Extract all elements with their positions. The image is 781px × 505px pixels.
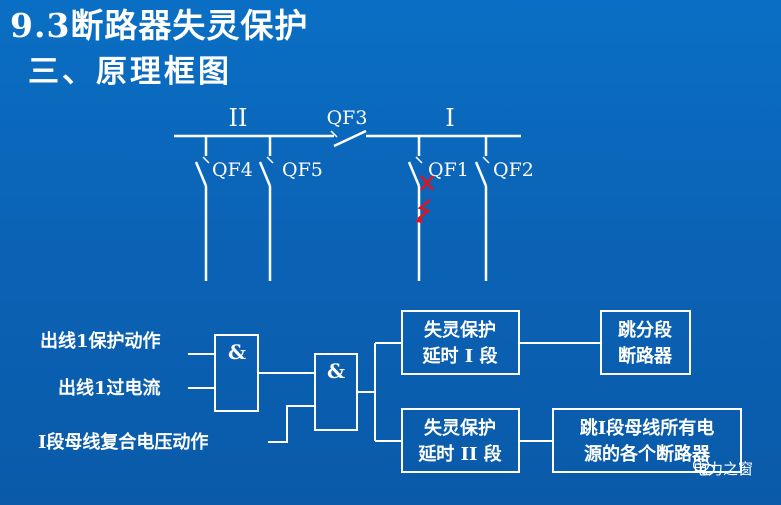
and-gate-1-label: & bbox=[228, 340, 246, 364]
action-trip-section-line2: 断路器 bbox=[618, 345, 673, 367]
qf3-tick bbox=[330, 130, 338, 138]
qf2-label: QF2 bbox=[493, 159, 534, 181]
action-trip-all-box bbox=[552, 408, 742, 473]
input-feeder-protection-trip: 出线1保护动作 bbox=[40, 330, 161, 352]
bus-ii-label: II bbox=[229, 104, 248, 132]
qf1-tick bbox=[415, 156, 423, 164]
delay-stage-2-line1: 失灵保护 bbox=[424, 417, 496, 439]
action-trip-section-box bbox=[600, 310, 691, 375]
delay-stage-2-line2: 延时 II 段 bbox=[417, 443, 502, 465]
input-bus-voltage: I段母线复合电压动作 bbox=[38, 431, 208, 453]
qf5-tick bbox=[266, 156, 274, 164]
section-subtitle: 三、原理框图 bbox=[28, 54, 232, 90]
delay-stage-1-line1: 失灵保护 bbox=[424, 319, 496, 341]
and-gate-2-label: & bbox=[327, 359, 345, 383]
bus-i-label: I bbox=[445, 104, 454, 132]
action-trip-all-line1: 跳I段母线所有电 bbox=[580, 417, 714, 439]
wire-input-3 bbox=[268, 405, 315, 443]
qf3-label: QF3 bbox=[327, 107, 368, 129]
fault-cross-b bbox=[420, 175, 434, 191]
page-title: 9.3断路器失灵保护 bbox=[10, 6, 309, 45]
delay-stage-1-line2: 延时 I 段 bbox=[422, 345, 499, 367]
qf2-contact bbox=[474, 161, 488, 187]
qf3-contact bbox=[333, 129, 367, 148]
qf1-label: QF1 bbox=[428, 159, 469, 181]
action-trip-section-line1: 跳分段 bbox=[618, 319, 673, 341]
qf2-tick bbox=[482, 156, 490, 164]
fault-lightning-icon bbox=[417, 199, 431, 220]
qf5-label: QF5 bbox=[282, 159, 323, 181]
wechat-icon bbox=[692, 458, 715, 476]
action-trip-all-line2: 源的各个断路器 bbox=[584, 443, 711, 465]
qf4-label: QF4 bbox=[212, 159, 253, 181]
qf5-contact bbox=[258, 161, 272, 187]
fault-arrow-icon bbox=[415, 216, 423, 223]
qf4-tick bbox=[202, 156, 210, 164]
qf1-contact bbox=[407, 161, 421, 187]
input-feeder-overcurrent: 出线1过电流 bbox=[58, 377, 161, 399]
qf4-contact bbox=[194, 161, 208, 187]
watermark: 电力之窗 bbox=[692, 458, 753, 479]
